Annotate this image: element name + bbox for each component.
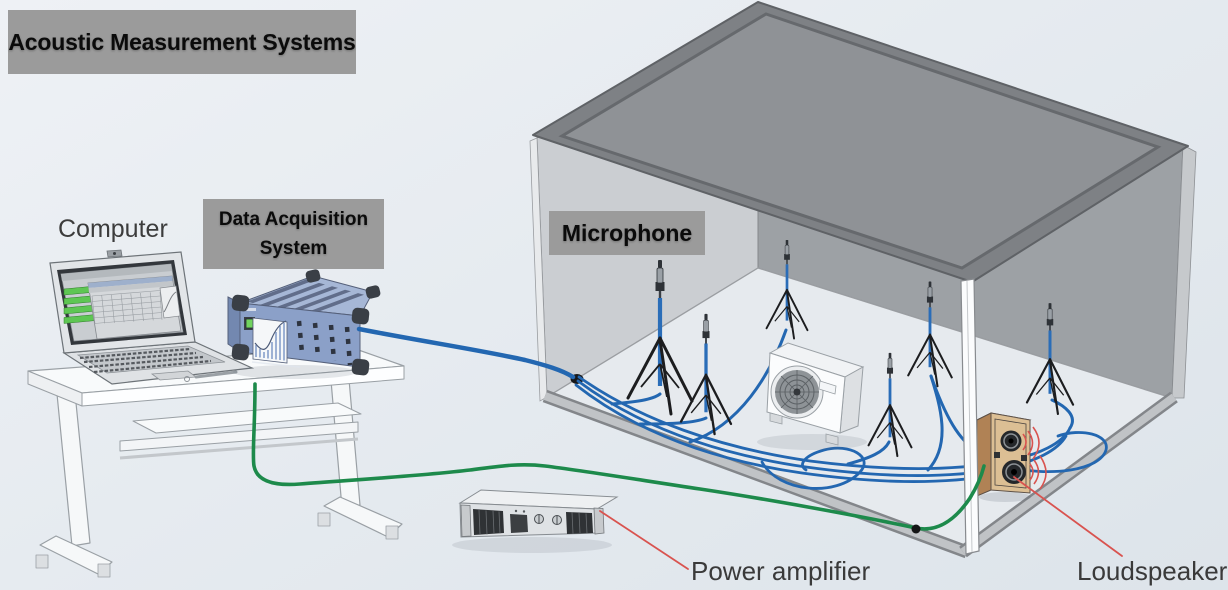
daq-label-line2: System	[259, 238, 328, 259]
daq-display-chart	[252, 317, 288, 364]
loudspeaker-label: Loudspeaker	[1077, 556, 1228, 586]
diagram-title-text: Acoustic Measurement Systems	[8, 28, 356, 55]
power-amplifier-graphic	[452, 489, 619, 553]
callout-lines	[599, 476, 1123, 570]
daq-graphic	[227, 269, 381, 379]
computer-label: Computer	[58, 215, 168, 243]
speaker-cable-green	[251, 382, 986, 531]
screen-level-bars	[63, 285, 97, 324]
daq-to-room-cable	[356, 326, 576, 380]
daq-label: Data Acquisition System	[203, 199, 384, 269]
test-room	[529, 1, 1197, 559]
power-amplifier-label: Power amplifier	[691, 556, 871, 586]
sound-wave-arcs	[1022, 426, 1047, 490]
daq-input-connectors	[296, 320, 353, 366]
ac-name-plate	[818, 380, 837, 395]
room-floor-junction-lines	[546, 267, 1173, 399]
daq-corner-bumpers	[231, 269, 381, 376]
room-front-sill-right-top	[960, 393, 1177, 556]
microphone-label: Microphone	[549, 211, 705, 255]
diagram-title: Acoustic Measurement Systems	[8, 10, 356, 74]
room-right-wall-edge	[1171, 144, 1197, 399]
amp-callout-line	[599, 510, 689, 570]
cable-pass-through-dot	[911, 524, 921, 534]
speaker-callout-line	[1013, 476, 1123, 557]
daq-label-line1: Data Acquisition	[218, 208, 369, 230]
room-front-sill-left-top	[543, 392, 969, 556]
air-conditioner-unit	[757, 342, 867, 450]
amp-left-grille	[473, 509, 504, 535]
loudspeaker-graphic	[975, 412, 1047, 502]
table-graphic	[27, 346, 405, 578]
room-ceiling-panel	[558, 12, 1162, 270]
computer-graphic	[49, 249, 255, 385]
daq-power-led	[245, 318, 254, 329]
